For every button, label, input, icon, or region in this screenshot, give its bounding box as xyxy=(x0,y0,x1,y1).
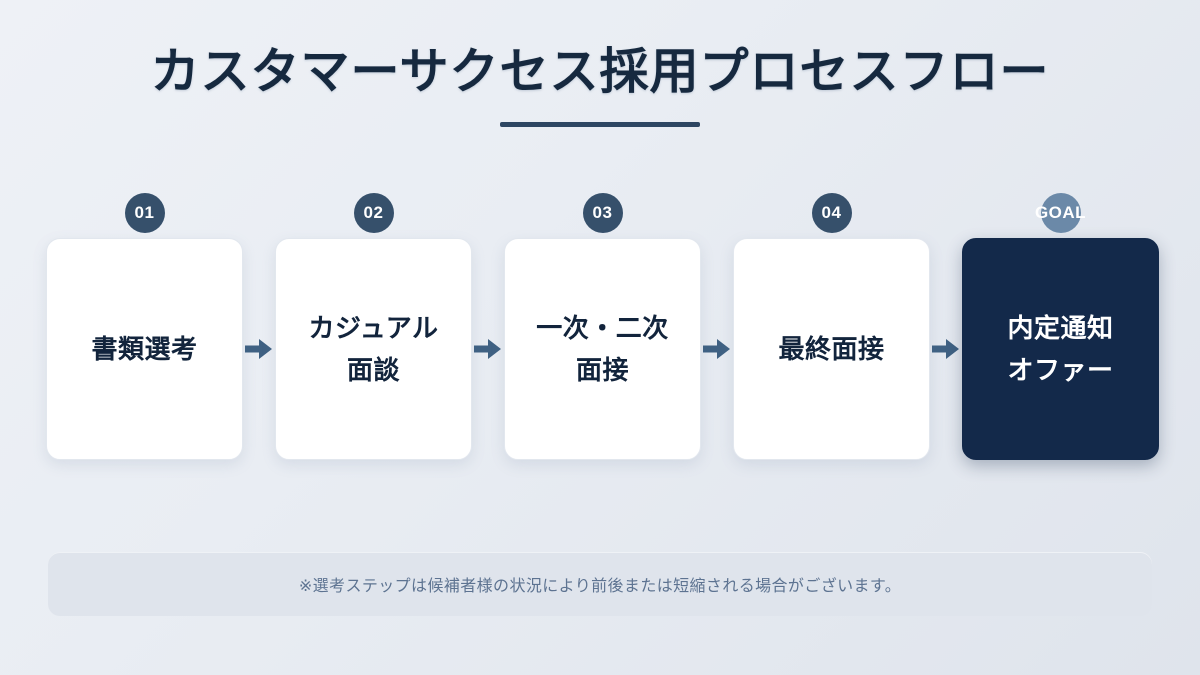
process-flow: 01 書類選考 02 カジュアル 面談 03 一次・二次 面接 04 最終面接 xyxy=(46,193,1160,460)
step-badge-1: 01 xyxy=(124,193,165,233)
flow-arrow-1 xyxy=(243,238,275,460)
step-badge-3: 03 xyxy=(582,193,623,233)
title-underline-accent xyxy=(500,121,700,127)
arrow-right-icon xyxy=(932,339,959,359)
step-label-3: 一次・二次 面接 xyxy=(536,312,669,385)
note-panel: ※選考ステップは候補者様の状況により前後または短縮される場合がございます。 xyxy=(48,552,1152,616)
flow-arrow-4 xyxy=(930,238,962,460)
flow-step-1[interactable]: 01 書類選考 xyxy=(46,193,243,460)
page-title: カスタマーサクセス採用プロセスフロー xyxy=(150,45,1050,99)
step-badge-4: 04 xyxy=(811,193,852,233)
step-label-1: 書類選考 xyxy=(91,333,198,364)
arrow-right-icon xyxy=(245,339,272,359)
flow-step-goal[interactable]: GOAL 内定通知 オファー xyxy=(962,193,1159,460)
flow-step-2[interactable]: 02 カジュアル 面談 xyxy=(275,193,472,460)
flow-step-3[interactable]: 03 一次・二次 面接 xyxy=(504,193,701,460)
step-label-goal: 内定通知 オファー xyxy=(1007,312,1114,385)
title-block: カスタマーサクセス採用プロセスフロー xyxy=(0,45,1200,127)
arrow-right-icon xyxy=(474,339,501,359)
step-label-4: 最終面接 xyxy=(778,333,885,364)
flow-arrow-3 xyxy=(701,238,733,460)
step-badge-goal: GOAL xyxy=(1035,193,1086,233)
step-label-2: カジュアル 面談 xyxy=(308,312,439,385)
flow-step-4[interactable]: 04 最終面接 xyxy=(733,193,930,460)
note-text: ※選考ステップは候補者様の状況により前後または短縮される場合がございます。 xyxy=(298,578,902,595)
arrow-right-icon xyxy=(703,339,730,359)
step-badge-2: 02 xyxy=(353,193,394,233)
flow-arrow-2 xyxy=(472,238,504,460)
